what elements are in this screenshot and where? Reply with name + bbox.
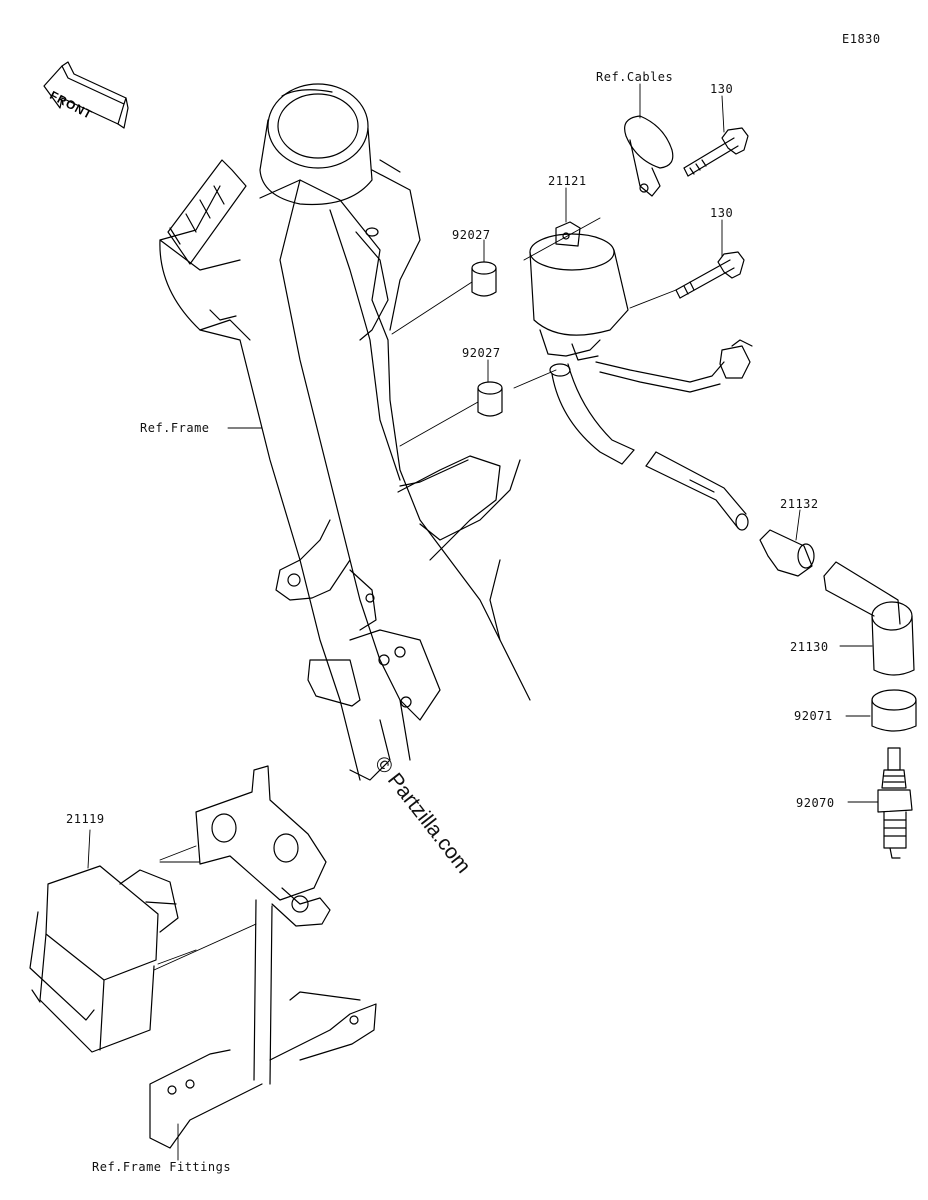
label-seal-92071[interactable]: 92071	[794, 709, 833, 723]
label-coil-21121[interactable]: 21121	[548, 174, 587, 188]
label-cdi-21119[interactable]: 21119	[66, 812, 105, 826]
label-collar-92027-upper[interactable]: 92027	[452, 228, 491, 242]
frame-outline	[160, 160, 530, 780]
spark-plug	[878, 748, 912, 858]
label-cap-21130[interactable]: 21130	[790, 640, 829, 654]
label-collar-92027-lower[interactable]: 92027	[462, 346, 501, 360]
steering-head	[260, 84, 372, 205]
label-ref-cables[interactable]: Ref.Cables	[596, 70, 674, 84]
cdi-unit	[30, 866, 178, 1052]
bolt-upper	[684, 128, 748, 176]
collar-lower	[478, 382, 502, 416]
label-bolt-130-upper[interactable]: 130	[710, 82, 734, 96]
cable-clamp	[625, 116, 673, 196]
label-bolt-130-lower[interactable]: 130	[710, 206, 734, 220]
ignition-coil	[530, 222, 752, 392]
ht-lead	[550, 364, 748, 530]
seal-92071	[872, 690, 916, 731]
label-ref-frame-fittings[interactable]: Ref.Frame Fittings	[92, 1160, 232, 1174]
leader-lines	[88, 84, 878, 1160]
label-plug-92070[interactable]: 92070	[796, 796, 835, 810]
bracket-frame-fittings	[150, 766, 376, 1148]
collar-upper	[472, 262, 496, 296]
cap-21132	[760, 530, 814, 576]
label-ref-frame[interactable]: Ref.Frame	[140, 421, 210, 435]
label-cap-21132[interactable]: 21132	[780, 497, 819, 511]
bolt-lower	[676, 252, 744, 298]
front-arrow-icon	[44, 62, 128, 128]
cap-21130	[824, 562, 914, 675]
diagram-id: E1830	[842, 32, 881, 46]
